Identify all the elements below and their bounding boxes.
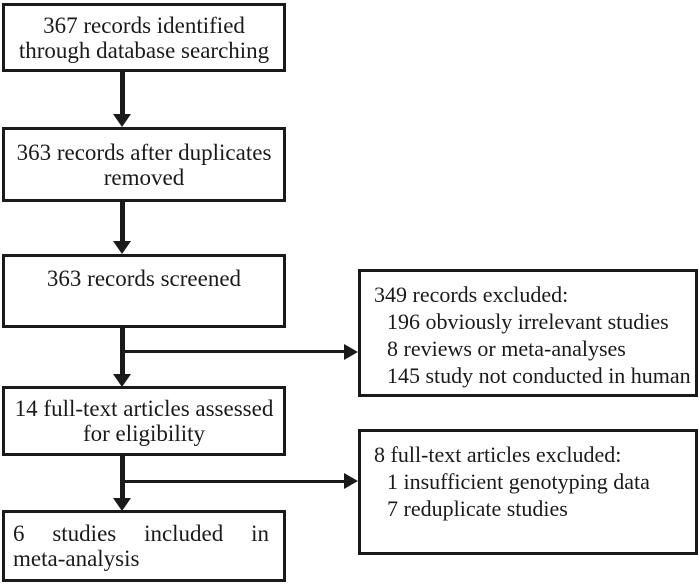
box-fulltext-assessed-line1: 14 full-text articles assessed	[14, 396, 274, 421]
box-records-excluded-item2: 8 reviews or meta-analyses	[387, 336, 626, 361]
box-records-excluded-heading: 349 records excluded:	[374, 282, 569, 307]
down-arrow-2-stem	[120, 200, 125, 242]
branch-arrow-2-head	[344, 473, 358, 489]
box-fulltext-excluded: 8 full-text articles excluded: 1 insuffi…	[358, 429, 698, 555]
down-arrow-1-head	[113, 114, 131, 127]
box-studies-included-line1: 6 studies included in	[13, 521, 269, 546]
branch-arrow-2-stem	[120, 480, 345, 483]
down-arrow-3-head	[113, 374, 131, 387]
box-records-excluded: 349 records excluded: 196 obviously irre…	[358, 269, 698, 397]
box-fulltext-excluded-item2: 7 reduplicate studies	[387, 496, 568, 521]
box-fulltext-excluded-item1: 1 insufficient genotyping data	[387, 469, 650, 494]
down-arrow-1-stem	[120, 70, 125, 115]
box-duplicates-removed: 363 records after duplicates removed	[2, 127, 286, 202]
box-duplicates-removed-line1: 363 records after duplicates	[16, 139, 272, 165]
box-records-excluded-item1: 196 obviously irrelevant studies	[387, 309, 669, 334]
box-studies-included-line2: meta-analysis	[13, 546, 140, 571]
box-duplicates-removed-line2: removed	[103, 164, 185, 190]
box-records-identified: 367 records identified through database …	[2, 3, 286, 72]
box-records-identified-line1: 367 records identified	[43, 12, 245, 38]
box-studies-included: 6 studies included in meta-analysis	[2, 510, 286, 582]
box-records-screened-line1: 363 records screened	[46, 266, 242, 291]
branch-arrow-1-stem	[120, 350, 345, 353]
box-records-screened: 363 records screened	[2, 254, 286, 328]
down-arrow-2-head	[113, 241, 131, 254]
box-fulltext-excluded-heading: 8 full-text articles excluded:	[374, 442, 622, 467]
branch-arrow-1-head	[344, 344, 358, 360]
box-fulltext-assessed-line2: for eligibility	[82, 421, 205, 446]
box-fulltext-assessed: 14 full-text articles assessed for eligi…	[2, 386, 286, 456]
down-arrow-4-stem	[120, 454, 125, 499]
box-records-excluded-item3: 145 study not conducted in human	[387, 363, 691, 388]
down-arrow-4-head	[113, 498, 131, 511]
box-records-identified-line2: through database searching	[18, 37, 270, 63]
